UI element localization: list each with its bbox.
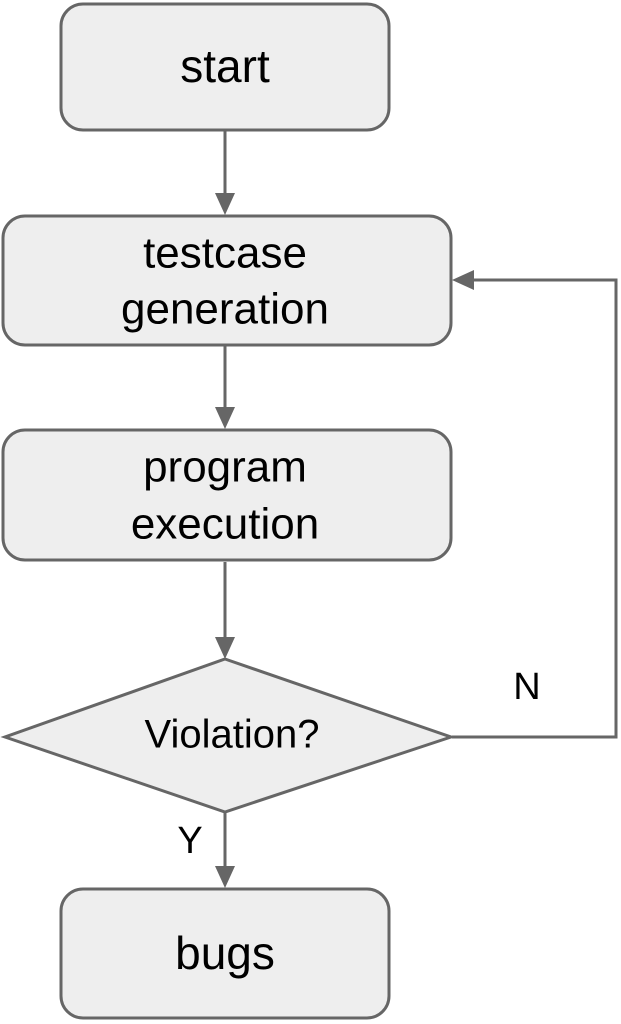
node-program-execution-label-line2: execution	[131, 500, 319, 549]
node-testcase-generation-label-line1: testcase	[143, 229, 307, 278]
node-violation-decision-shape[interactable]	[0, 657, 456, 814]
edge-execution-to-violation	[215, 562, 235, 659]
edge-label-no: N	[513, 666, 540, 708]
node-bugs-shape[interactable]	[59, 887, 391, 1020]
node-testcase-generation-label-line2: generation	[121, 285, 329, 334]
edge-violation-yes-to-bugs	[215, 812, 235, 888]
edge-violation-no-to-testcase	[452, 270, 618, 739]
edge-label-yes: Y	[177, 820, 202, 862]
node-bugs-label: bugs	[175, 927, 275, 979]
node-testcase-generation-shape[interactable]	[1, 214, 453, 347]
node-program-execution[interactable]: program execution	[1, 428, 453, 562]
edge-start-to-testcase	[215, 130, 235, 215]
node-testcase-generation[interactable]: testcase generation	[1, 214, 453, 347]
edge-testcase-to-execution	[215, 345, 235, 429]
node-bugs[interactable]: bugs	[59, 887, 391, 1020]
node-start-label: start	[180, 40, 270, 92]
node-program-execution-shape[interactable]	[1, 428, 453, 562]
node-violation-decision-label: Violation?	[145, 713, 320, 757]
node-start-shape[interactable]	[59, 2, 391, 132]
edge-violation-no-to-testcase-path	[452, 278, 618, 739]
edge-violation-yes-to-bugs-arrowhead	[215, 866, 235, 888]
edge-testcase-to-execution-arrowhead	[215, 407, 235, 429]
edge-start-to-testcase-arrowhead	[215, 193, 235, 215]
node-program-execution-label-line1: program	[143, 443, 307, 492]
edge-execution-to-violation-arrowhead	[215, 637, 235, 659]
node-start[interactable]: start	[59, 2, 391, 132]
edge-violation-no-to-testcase-arrowhead	[452, 270, 474, 290]
node-violation-decision[interactable]: Violation?	[0, 657, 456, 814]
